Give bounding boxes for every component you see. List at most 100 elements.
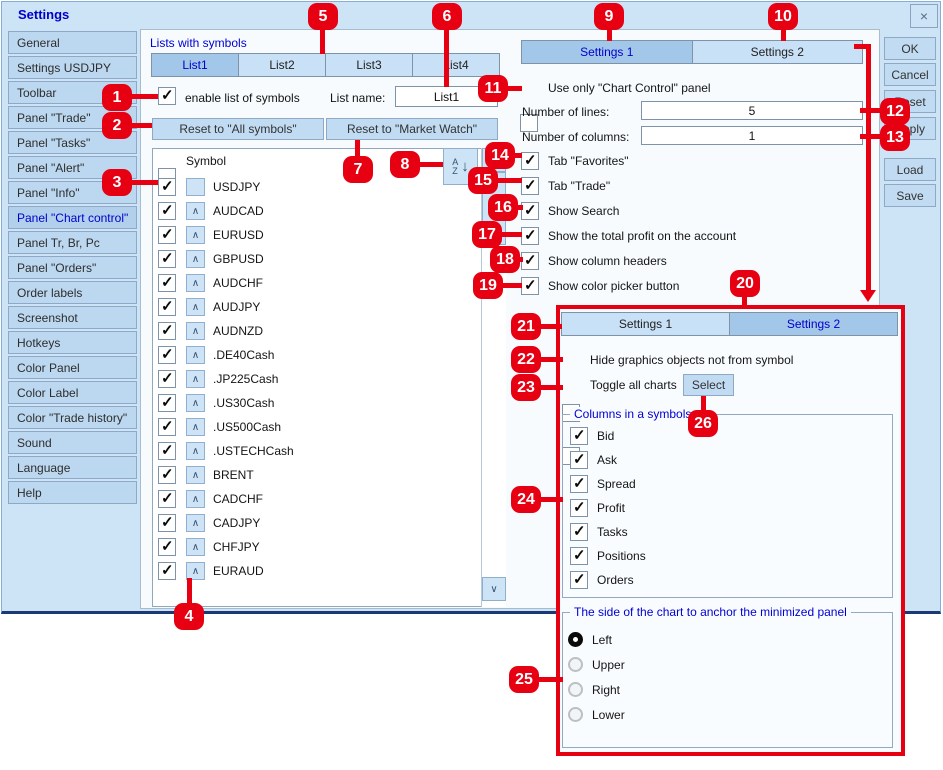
sidebar-item[interactable]: Color "Trade history" bbox=[8, 406, 137, 429]
sidebar-item[interactable]: Sound bbox=[8, 431, 137, 454]
anchor-radio[interactable] bbox=[568, 632, 583, 647]
move-up-button[interactable]: ∧ bbox=[186, 466, 205, 484]
move-up-button[interactable]: ∧ bbox=[186, 298, 205, 316]
column-checkbox[interactable] bbox=[570, 426, 588, 445]
move-up-button[interactable]: ∧ bbox=[186, 370, 205, 388]
number-of-columns-label: Number of columns: bbox=[522, 130, 630, 144]
option-checkbox[interactable] bbox=[521, 151, 539, 170]
column-row: Tasks bbox=[570, 520, 870, 544]
symbol-checkbox[interactable] bbox=[158, 273, 176, 292]
column-checkbox[interactable] bbox=[570, 450, 588, 469]
move-up-button[interactable]: ∧ bbox=[186, 442, 205, 460]
column-checkbox[interactable] bbox=[570, 474, 588, 493]
symbol-checkbox[interactable] bbox=[158, 489, 176, 508]
move-up-button[interactable]: ∧ bbox=[186, 322, 205, 340]
column-checkbox[interactable] bbox=[570, 498, 588, 517]
move-up-button[interactable]: ∧ bbox=[186, 418, 205, 436]
move-up-button[interactable]: ∧ bbox=[186, 250, 205, 268]
sidebar-item[interactable]: Panel "Chart control" bbox=[8, 206, 137, 229]
list-tab[interactable]: List2 bbox=[238, 53, 326, 77]
sidebar-item[interactable]: Panel Tr, Br, Pc bbox=[8, 231, 137, 254]
ok-button[interactable]: OK bbox=[884, 37, 936, 60]
move-up-button[interactable]: ∧ bbox=[186, 562, 205, 580]
scroll-down-button[interactable]: ∨ bbox=[482, 577, 506, 601]
sidebar-item[interactable]: Settings USDJPY bbox=[8, 56, 137, 79]
anchor-radio[interactable] bbox=[568, 657, 583, 672]
anchor-radio[interactable] bbox=[568, 682, 583, 697]
option-checkbox[interactable] bbox=[521, 176, 539, 195]
symbol-checkbox[interactable] bbox=[158, 297, 176, 316]
list-tab[interactable]: List4 bbox=[412, 53, 500, 77]
sidebar-item[interactable]: General bbox=[8, 31, 137, 54]
select-button[interactable]: Select bbox=[683, 374, 734, 396]
sidebar-item[interactable]: Panel "Orders" bbox=[8, 256, 137, 279]
hide-graphics-label: Hide graphics objects not from symbol bbox=[590, 353, 794, 367]
move-up-button[interactable]: ∧ bbox=[186, 274, 205, 292]
move-up-button[interactable]: ∧ bbox=[186, 538, 205, 556]
anchor-radio[interactable] bbox=[568, 707, 583, 722]
popup-tab[interactable]: Settings 2 bbox=[729, 312, 898, 336]
move-up-icon: ∧ bbox=[191, 565, 200, 577]
move-up-button[interactable]: ∧ bbox=[186, 514, 205, 532]
sidebar-item[interactable]: Language bbox=[8, 456, 137, 479]
load-button[interactable]: Load bbox=[884, 158, 936, 181]
option-checkbox[interactable] bbox=[521, 201, 539, 220]
reset-all-symbols-button[interactable]: Reset to "All symbols" bbox=[152, 118, 324, 140]
symbol-checkbox[interactable] bbox=[158, 561, 176, 580]
sidebar-item[interactable]: Color Label bbox=[8, 381, 137, 404]
popup-tab[interactable]: Settings 1 bbox=[561, 312, 730, 336]
close-button[interactable]: × bbox=[910, 4, 938, 28]
list-name-input[interactable] bbox=[395, 86, 498, 107]
anchor-radio-row: Upper bbox=[568, 652, 868, 677]
settings-tab-label: Settings 2 bbox=[750, 45, 804, 59]
symbol-checkbox[interactable] bbox=[158, 537, 176, 556]
symbol-checkbox[interactable] bbox=[158, 225, 176, 244]
move-up-button[interactable]: ∧ bbox=[186, 202, 205, 220]
symbol-checkbox[interactable] bbox=[158, 441, 176, 460]
sidebar-item[interactable]: Order labels bbox=[8, 281, 137, 304]
save-button[interactable]: Save bbox=[884, 184, 936, 207]
symbol-checkbox[interactable] bbox=[158, 513, 176, 532]
list-tab[interactable]: List3 bbox=[325, 53, 413, 77]
symbol-checkbox[interactable] bbox=[158, 465, 176, 484]
symbol-checkbox[interactable] bbox=[158, 321, 176, 340]
sidebar-item[interactable]: Help bbox=[8, 481, 137, 504]
settings-tab[interactable]: Settings 1 bbox=[521, 40, 693, 64]
sidebar-item[interactable]: Screenshot bbox=[8, 306, 137, 329]
move-up-button[interactable]: ∧ bbox=[186, 394, 205, 412]
symbol-checkbox[interactable] bbox=[158, 177, 176, 196]
column-checkbox[interactable] bbox=[570, 522, 588, 541]
number-of-lines-input[interactable] bbox=[641, 101, 863, 120]
move-up-button[interactable]: ∧ bbox=[186, 490, 205, 508]
list-tab[interactable]: List1 bbox=[151, 53, 239, 77]
move-up-button[interactable]: ∧ bbox=[186, 346, 205, 364]
number-of-columns-input[interactable] bbox=[641, 126, 863, 145]
column-label: Profit bbox=[597, 501, 626, 515]
column-checkbox[interactable] bbox=[570, 570, 588, 589]
symbol-checkbox[interactable] bbox=[158, 345, 176, 364]
cancel-button[interactable]: Cancel bbox=[884, 63, 936, 86]
enable-list-checkbox[interactable] bbox=[158, 86, 176, 105]
column-checkbox[interactable] bbox=[570, 546, 588, 565]
option-checkbox[interactable] bbox=[521, 226, 539, 245]
settings-tab[interactable]: Settings 2 bbox=[691, 40, 863, 64]
symbol-checkbox[interactable] bbox=[158, 249, 176, 268]
sidebar-item[interactable]: Color Panel bbox=[8, 356, 137, 379]
symbol-checkbox[interactable] bbox=[158, 201, 176, 220]
reset-market-watch-button[interactable]: Reset to "Market Watch" bbox=[326, 118, 498, 140]
symbol-checkbox[interactable] bbox=[158, 369, 176, 388]
move-up-button[interactable]: ∧ bbox=[186, 178, 205, 196]
callout-badge-20: 20 bbox=[730, 270, 760, 297]
callout-badge-26: 26 bbox=[688, 410, 718, 437]
use-only-chart-control-checkbox[interactable] bbox=[520, 114, 538, 132]
symbol-checkbox[interactable] bbox=[158, 393, 176, 412]
option-checkbox[interactable] bbox=[521, 251, 539, 270]
option-checkbox[interactable] bbox=[521, 276, 539, 295]
sidebar-item[interactable]: Hotkeys bbox=[8, 331, 137, 354]
option-row: Show column headers bbox=[521, 248, 871, 273]
callout-badge-5: 5 bbox=[308, 3, 338, 30]
symbol-checkbox[interactable] bbox=[158, 417, 176, 436]
move-up-button[interactable]: ∧ bbox=[186, 226, 205, 244]
sidebar-item-label: Order labels bbox=[17, 285, 83, 300]
